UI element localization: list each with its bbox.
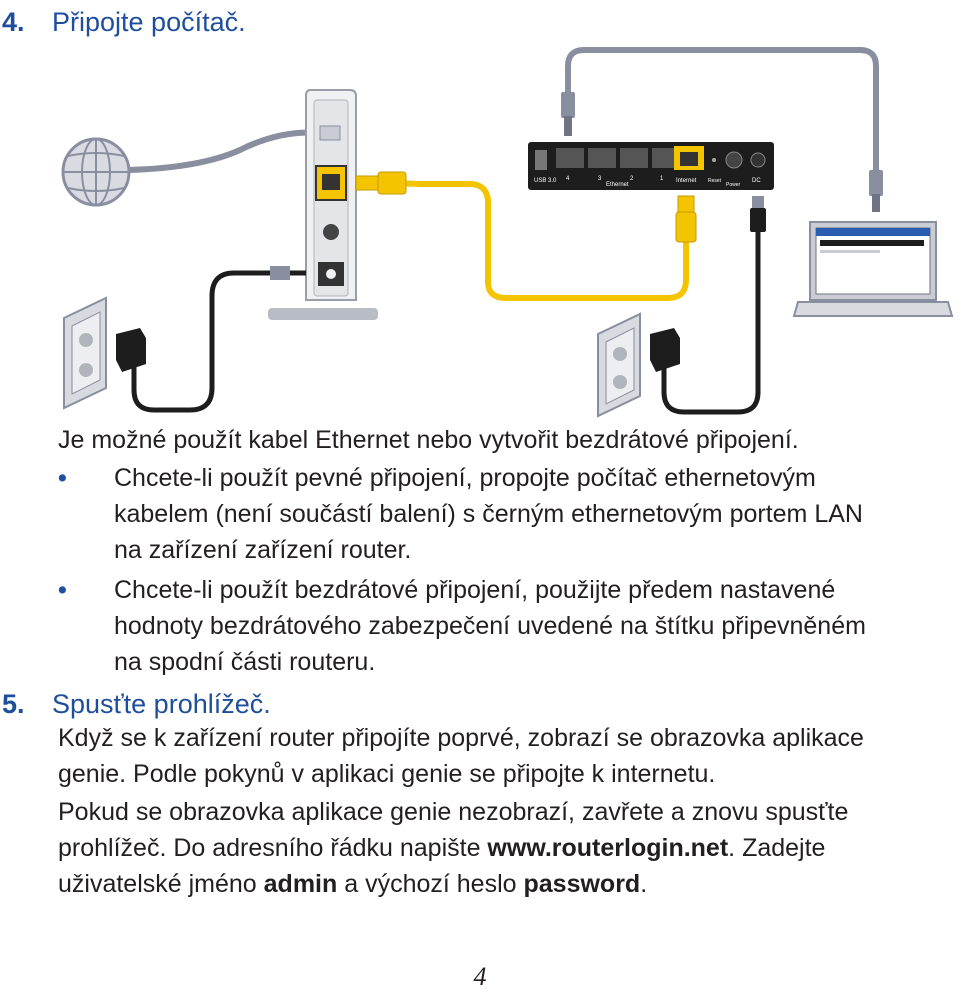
power-adapter-icon xyxy=(116,328,146,372)
default-username: admin xyxy=(263,870,338,898)
step-4-heading: 4. Připojte počítač. xyxy=(2,6,246,38)
default-password: password xyxy=(523,870,641,898)
bullet-wired: • Chcete-li použít pevné připojení, prop… xyxy=(58,460,958,570)
power-adapter-icon xyxy=(650,328,680,372)
bullet-line: Chcete-li použít pevné připojení, propoj… xyxy=(114,464,816,492)
text-run: uživatelské jméno xyxy=(58,870,264,898)
paragraph-line: uživatelské jméno admin a výchozí heslo … xyxy=(58,866,958,902)
coax-cable xyxy=(127,129,319,173)
step-5-heading: 5. Spusťte prohlížeč. xyxy=(2,688,271,720)
wall-outlet-icon xyxy=(597,312,641,418)
lan3-label: 3 xyxy=(598,176,602,182)
lan2-label: 2 xyxy=(630,176,634,182)
step-number: 4. xyxy=(2,7,25,37)
bullet-line: hodnoty bezdrátového zabezpečení uvedené… xyxy=(114,612,866,640)
bullet-marker: • xyxy=(58,464,67,492)
power-label: Power xyxy=(726,182,741,188)
intro-text: Je možné použít kabel Ethernet nebo vytv… xyxy=(58,426,799,454)
fallback-paragraph: Pokud se obrazovka aplikace genie nezobr… xyxy=(58,794,958,902)
text-run: . xyxy=(640,870,648,898)
internet-label: Internet xyxy=(676,178,697,184)
modem-power-cable xyxy=(131,270,306,413)
step-title: Připojte počítač. xyxy=(52,7,246,37)
bullet-marker: • xyxy=(58,576,67,604)
text-run: . Zadejte xyxy=(728,834,826,862)
step-number: 5. xyxy=(2,689,25,719)
router-url: www.routerlogin.net xyxy=(487,834,729,862)
bullet-line: na spodní části routeru. xyxy=(114,648,376,676)
first-connect-paragraph: Když se k zařízení router připojíte popr… xyxy=(58,720,958,792)
bullet-line: Chcete-li použít bezdrátové připojení, p… xyxy=(114,576,836,604)
ethernet-label: Ethernet xyxy=(606,182,629,188)
connection-diagram: USB 3.0 4 3 2 1 Ethernet Internet Reset … xyxy=(61,47,954,418)
bullet-wireless: • Chcete-li použít bezdrátové připojení,… xyxy=(58,572,958,682)
laptop-icon xyxy=(792,221,954,317)
reset-label: Reset xyxy=(708,178,722,184)
paragraph-line: genie. Podle pokynů v aplikaci genie se … xyxy=(58,760,716,788)
router-power-cable xyxy=(661,212,761,415)
step-title: Spusťte prohlížeč. xyxy=(52,689,271,719)
usb-label: USB 3.0 xyxy=(534,178,557,184)
globe-icon xyxy=(61,137,131,207)
ethernet-cable-yellow xyxy=(356,180,689,301)
modem-device xyxy=(268,89,378,320)
wall-outlet-icon xyxy=(63,296,107,410)
lan4-label: 4 xyxy=(566,176,570,182)
text-run: prohlížeč. Do adresního řádku napište xyxy=(58,834,488,862)
bullet-line: na zařízení zařízení router. xyxy=(114,536,412,564)
bullet-line: kabelem (není součástí balení) s černým … xyxy=(114,500,863,528)
ethernet-cable-gray xyxy=(565,47,879,180)
paragraph-line: prohlížeč. Do adresního řádku napište ww… xyxy=(58,830,958,866)
page-number: 4 xyxy=(473,962,487,991)
dc-label: DC xyxy=(752,178,761,184)
paragraph-line: Když se k zařízení router připojíte popr… xyxy=(58,724,864,752)
router-back-panel: USB 3.0 4 3 2 1 Ethernet Internet Reset … xyxy=(528,142,774,190)
lan1-label: 1 xyxy=(660,176,664,182)
text-run: a výchozí heslo xyxy=(337,870,524,898)
paragraph-line: Pokud se obrazovka aplikace genie nezobr… xyxy=(58,798,849,826)
